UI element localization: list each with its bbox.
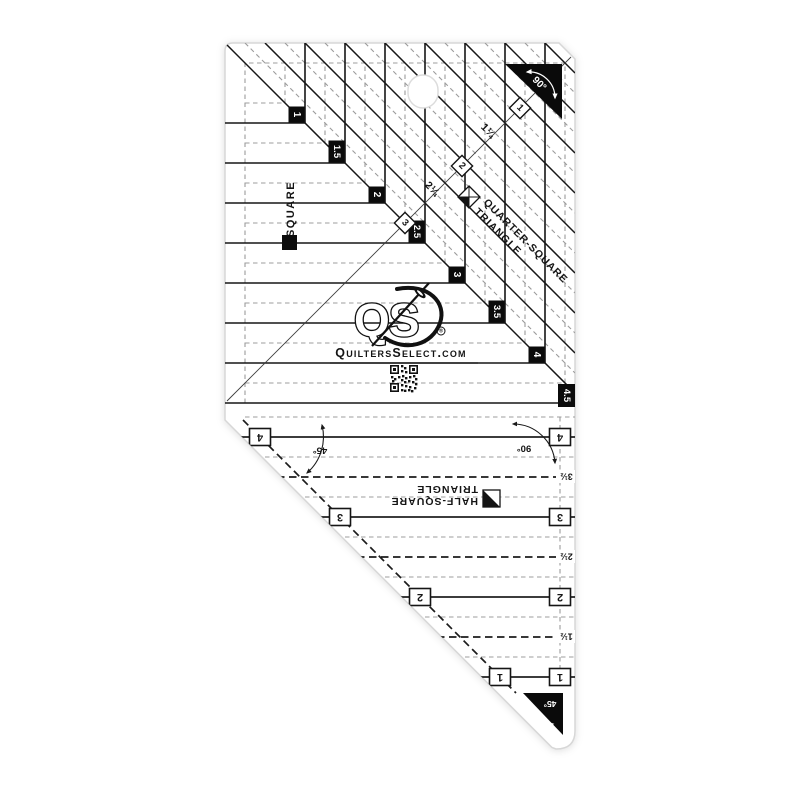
ruler-body <box>224 42 576 750</box>
size-box: 2 <box>408 587 432 607</box>
svg-text:3: 3 <box>337 511 343 523</box>
tip-angle-badge: 45° <box>523 693 563 735</box>
svg-text:2: 2 <box>371 192 382 198</box>
size-box: 2 <box>548 587 572 607</box>
size-tag: 3 <box>448 266 465 283</box>
svg-text:3: 3 <box>451 272 462 278</box>
angle-arc <box>539 713 555 728</box>
qs-logo: QS ® <box>353 282 446 347</box>
size-tag: 1 <box>288 106 305 123</box>
svg-text:4.5: 4.5 <box>561 389 572 403</box>
svg-text:3.5: 3.5 <box>491 305 502 319</box>
half-square-label: HALF-SQUARE TRIANGLE <box>391 483 501 508</box>
svg-text:2.5: 2.5 <box>411 225 422 239</box>
square-icon <box>282 235 297 250</box>
svg-text:1½: 1½ <box>560 632 573 642</box>
hst-angle-90-label: 90° <box>517 443 532 454</box>
size-tag: 4 <box>528 346 545 363</box>
half-square-label-line1: HALF-SQUARE <box>391 495 478 507</box>
svg-text:2½: 2½ <box>560 552 573 562</box>
registered-mark: ® <box>439 328 443 335</box>
diamond-marker: 1 <box>508 96 532 120</box>
website-text: QuiltersSelect.com <box>335 346 466 360</box>
svg-text:1: 1 <box>291 112 302 118</box>
size-box: 1 <box>548 667 572 687</box>
size-tag: 2 <box>368 186 385 203</box>
qr-code <box>390 365 418 393</box>
svg-text:1: 1 <box>557 671 563 683</box>
logo-text: QS <box>354 294 418 346</box>
registered-mark-circle <box>436 326 446 336</box>
svg-text:1: 1 <box>497 671 503 683</box>
bias-diagonal-line <box>226 56 572 402</box>
size-tags: 1 1.5 2 2.5 3 3.5 4 4.5 <box>288 106 575 407</box>
svg-text:3½: 3½ <box>560 472 573 482</box>
half-square-label-line2: TRIANGLE <box>416 483 478 495</box>
svg-text:2: 2 <box>456 160 468 172</box>
half-label: 3½ <box>556 470 575 483</box>
quarter-square-triangle-icon <box>457 185 481 209</box>
size-box: 3 <box>328 507 352 527</box>
size-tag: 3.5 <box>488 300 505 323</box>
svg-text:2: 2 <box>557 591 563 603</box>
size-box: 3 <box>548 507 572 527</box>
hst-half-labels: 3½ 2½ 1½ <box>556 470 575 643</box>
size-tag: 1.5 <box>328 140 345 163</box>
svg-text:4: 4 <box>531 352 542 358</box>
diamond-marker: 2 <box>450 154 474 178</box>
hst-angle-45: 45° <box>306 423 328 474</box>
size-tag: 4.5 <box>558 384 575 407</box>
tip-angle-label: 45° <box>543 699 556 709</box>
half-square-triangle-icon <box>482 489 501 508</box>
half-label: 1½ <box>556 630 575 643</box>
hst-angle-90: 90° <box>511 421 558 465</box>
svg-text:3: 3 <box>557 511 563 523</box>
needle-eye <box>414 287 426 299</box>
angle-arc <box>306 423 326 474</box>
size-box: 4 <box>548 427 572 447</box>
svg-text:1.5: 1.5 <box>331 145 342 159</box>
svg-text:3: 3 <box>399 217 411 229</box>
size-box: 4 <box>248 427 272 447</box>
diamond-marker: 3 <box>393 211 417 235</box>
hst-left-size-boxes: 4 3 2 1 <box>248 427 512 687</box>
square-label: SQUARE <box>282 181 297 250</box>
angle-arc <box>525 69 558 100</box>
hst-grid-lines <box>237 416 575 694</box>
half-label: 2½ <box>556 550 575 563</box>
angle-arc <box>511 421 558 465</box>
svg-text:2: 2 <box>417 591 423 603</box>
diamond-markers: 1 2 3 <box>393 96 532 235</box>
square-label-text: SQUARE <box>285 181 297 237</box>
hst-right-size-boxes: 4 3 2 1 <box>548 427 572 687</box>
size-box: 1 <box>488 667 512 687</box>
hst-angle-45-label: 45° <box>313 445 328 456</box>
svg-text:4: 4 <box>556 431 563 443</box>
hang-hole <box>407 74 439 109</box>
corner-angle-badge: 90° <box>505 64 562 119</box>
svg-text:4: 4 <box>256 431 263 443</box>
